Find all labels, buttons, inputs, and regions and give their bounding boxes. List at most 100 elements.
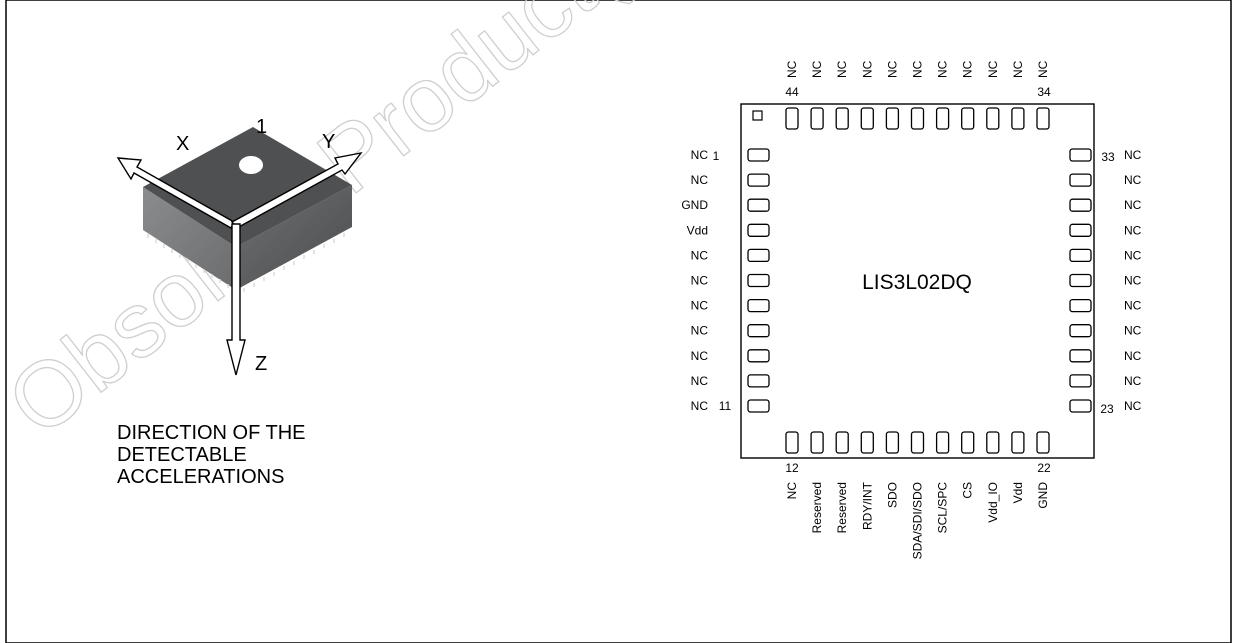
right-pin-pad [1069,324,1092,338]
bottom-pin-pad [961,431,975,454]
bottom-pin-label: SDA/SDI/SDO [911,482,925,559]
bottom-pin-pad [885,431,900,454]
top-pin-pad [885,107,900,130]
z-axis-label: Z [255,353,267,375]
package-illustration: X 1 Y Z [116,116,363,376]
bottom-pin-label: Vdd_IO [986,482,1000,523]
right-pin-pad [1069,248,1092,263]
right-pin-label: NC [1124,274,1142,288]
bottom-pin-pad [860,431,874,454]
right-pin-pad [1069,298,1092,313]
top-pin-label: NC [911,60,925,78]
chip-body [740,103,1095,459]
bottom-pin-pad [910,431,925,454]
left-pin-label: Vdd [687,223,708,237]
right-pin-label: NC [1124,248,1142,262]
top-pin-pad [810,107,824,130]
pin-number-33: 33 [1101,150,1115,164]
top-pin-pad [961,107,975,130]
top-pin-label: NC [986,60,1000,78]
top-pin-pad [860,107,874,130]
left-pin-pad [747,173,770,187]
left-pin-pad [747,349,770,363]
x-axis-label: X [176,133,189,155]
bottom-pin-pad [785,431,799,454]
bottom-pin-label: Reserved [835,482,849,533]
right-pin-pad [1069,148,1092,162]
left-pin-label: NC [691,299,709,313]
right-pin-label: NC [1124,374,1142,388]
right-pin-label: NC [1124,198,1142,212]
bottom-pin-label: Reserved [810,482,824,533]
top-pin-label: NC [885,60,899,78]
left-pin-label: NC [691,274,709,288]
bottom-pin-pad [935,431,950,454]
pin-number-44: 44 [785,85,799,99]
right-pin-label: NC [1124,223,1142,237]
right-pin-label: NC [1124,148,1142,162]
x-axis-arrow [116,157,235,229]
left-pin-label: GND [681,198,708,212]
bottom-pin-label: Vdd [1011,482,1025,503]
top-pin-label: NC [810,60,824,78]
caption-line-2: DETECTABLE [117,444,247,466]
left-pin-pad [747,399,770,413]
left-pin-pad [747,198,770,212]
right-pin-label: NC [1124,299,1142,313]
caption: DIRECTION OF THE DETECTABLE ACCELERATION… [117,422,306,488]
pin1-label: 1 [256,116,267,138]
top-pin-label: NC [936,60,950,78]
right-pin-pad [1069,223,1092,237]
top-pin-label: NC [1011,60,1025,78]
right-pin-pad [1069,273,1092,288]
right-pin-pad [1069,198,1092,212]
pin-number-22: 22 [1037,461,1051,475]
right-pin-pad [1069,399,1092,413]
bottom-pin-label: SCL/SPC [936,482,950,534]
left-pin-pad [747,324,770,338]
left-pin-pad [747,298,770,313]
z-axis-arrow [226,223,246,376]
left-pin-label: NC [691,324,709,338]
top-pin-label: NC [785,60,799,78]
pin-number-11: 11 [719,399,732,413]
pin1-dot [239,156,263,174]
y-axis-label: Y [322,131,335,153]
bottom-pin-label: CS [961,482,975,499]
top-pin-pad [785,107,799,130]
right-pin-label: NC [1124,349,1142,363]
chip-name: LIS3L02DQ [862,271,972,294]
top-pin-pad [1011,107,1025,130]
left-pin-label: NC [691,148,709,162]
top-pin-pad [935,107,950,130]
right-pin-label: NC [1124,399,1142,413]
top-pin-label: NC [835,60,849,78]
right-pin-pad [1069,374,1092,388]
left-pin-pad [747,148,770,162]
caption-line-1: DIRECTION OF THE [117,422,306,444]
left-pin-pad [747,273,770,288]
pin-number-12: 12 [785,461,799,475]
package-left-face [143,187,236,290]
top-pin-pad [986,107,1000,130]
bottom-pin-pad [1036,431,1050,454]
bottom-pin-label: SDO [885,482,899,508]
package-top-face [143,127,352,247]
top-pin-label: NC [860,60,874,78]
left-pin-label: NC [691,349,709,363]
caption-line-3: ACCELERATIONS [117,466,284,488]
bottom-pin-label: RDY/INT [860,481,874,530]
bottom-pin-label: GND [1036,482,1050,509]
y-axis-arrow [230,151,363,229]
top-pin-pad [1036,107,1050,130]
top-pin-label: NC [1036,60,1050,78]
left-pin-pad [747,374,770,388]
right-pin-pad [1069,173,1092,187]
pin-number-1: 1 [713,149,720,163]
pinout-diagram: LIS3L02DQ 1 11 12 22 23 33 44 34 NCNCGND… [681,60,1141,559]
pin-number-34: 34 [1037,85,1051,99]
top-pin-pad [835,107,849,130]
left-pin-label: NC [691,248,709,262]
bottom-pin-pad [835,431,849,454]
